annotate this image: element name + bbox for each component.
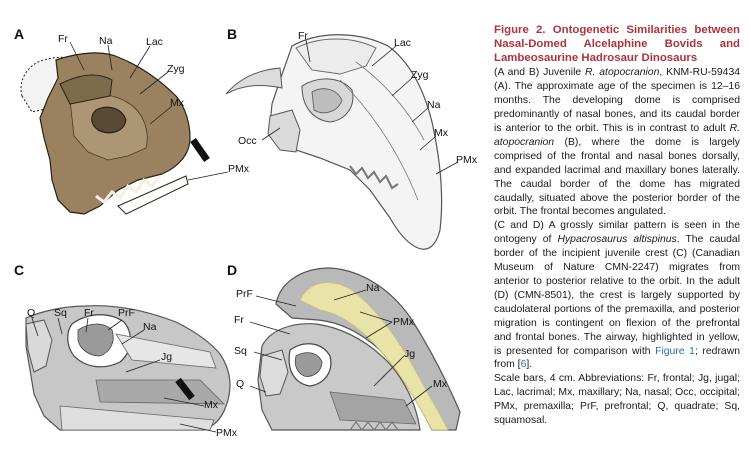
caption-text: ; redrawn from [ [494,345,740,371]
label-c-prf: PrF [118,307,135,319]
skull-b [225,34,443,250]
label-b-occ: Occ [238,135,257,147]
label-d-q: Q [236,378,245,390]
label-c-sq: Sq [54,307,67,319]
label-a-pmx: PMx [228,163,249,175]
label-a-zyg: Zyg [167,63,185,75]
label-b-fr: Fr [298,30,308,42]
label-d-pmx: PMx [393,316,414,328]
figure-drawings [20,34,461,433]
label-b-zyg: Zyg [411,69,429,81]
leaders-c [31,317,217,433]
label-c-jg: Jg [161,351,173,363]
label-a-mx: Mx [170,97,184,109]
species-name: R. atopocranion [494,123,740,148]
panel-letter-d: D [227,262,238,278]
label-c-q: Q [27,307,36,319]
label-d-mx: Mx [433,378,447,390]
label-c-pmx: PMx [216,427,237,439]
figure-caption: Figure 2. Ontogenetic Similarities betwe… [494,24,740,428]
label-a-na: Na [99,35,113,47]
leaders-a [69,41,229,181]
figure-1-link[interactable]: Figure 1 [655,345,695,357]
caption-text: (C and D) A grossly similar pattern is s… [494,220,740,246]
label-d-jg: Jg [404,348,416,360]
label-b-pmx: PMx [456,154,477,166]
label-c-fr: Fr [84,307,94,319]
label-d-prf: PrF [236,288,253,300]
label-d-na: Na [366,282,380,294]
label-d-fr: Fr [234,314,244,326]
caption-text: (A and B) Juvenile [494,67,586,79]
label-c-na: Na [143,321,157,333]
caption-text: ]. [526,359,533,371]
figure: A B C D Fr Na Lac Zyg Mx PMx Fr Lac Zyg … [14,26,477,439]
label-b-mx: Mx [434,127,448,139]
caption-text: , KNM-RU-59434 (A). The approximate age … [494,67,741,135]
skull-d [257,267,461,431]
skull-c [25,305,231,431]
label-b-na: Na [427,99,441,111]
species-name: Hypacrosaurus altispinus [557,234,677,246]
label-d-sq: Sq [234,345,247,357]
label-a-fr: Fr [58,33,68,45]
reference-6-link[interactable]: 6 [520,359,527,371]
caption-text: . The caudal border of the incipient juv… [494,234,740,357]
label-c-mx: Mx [204,399,218,411]
leaders-b [261,39,459,175]
caption-abbreviations: Scale bars, 4 cm. Abbreviations: Fr, fro… [494,373,740,427]
label-a-lac: Lac [146,36,163,48]
skull-a [20,52,210,215]
caption-paragraph-ab: (A and B) Juvenile R. atopocranion, KNM-… [494,66,740,219]
caption-title: Figure 2. Ontogenetic Similarities betwe… [494,24,740,64]
caption-text: (B), where the dome is largely comprised… [494,136,740,218]
panel-letter-c: C [14,262,25,278]
species-name: R. atopocranion [585,67,660,79]
leaders-d [249,289,433,407]
caption-paragraph-cd: (C and D) A grossly similar pattern is s… [494,219,740,372]
panel-letter-a: A [14,26,25,42]
label-b-lac: Lac [394,37,411,49]
panel-letter-b: B [227,26,238,42]
